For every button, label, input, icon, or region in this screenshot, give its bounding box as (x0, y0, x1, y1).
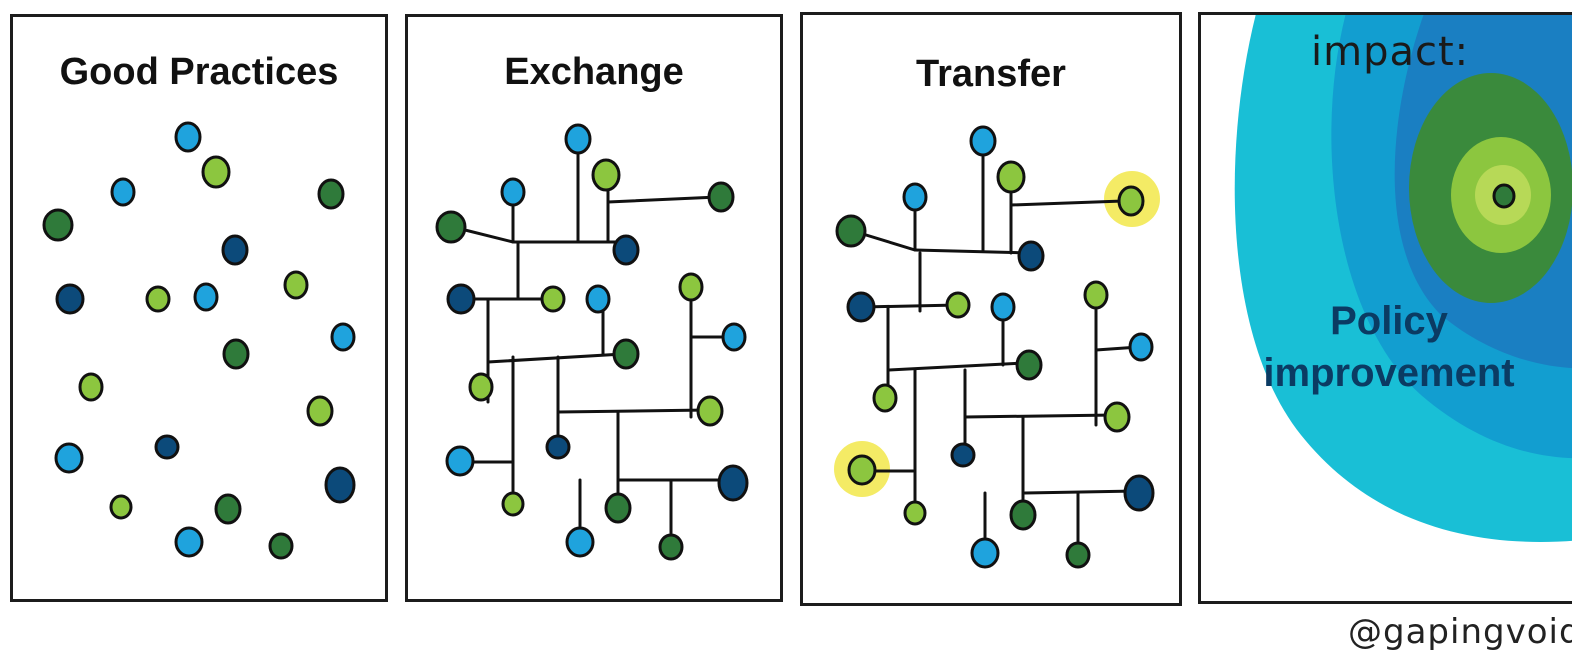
network-node (678, 272, 704, 302)
network-node (1117, 185, 1145, 217)
network-node (902, 182, 928, 212)
connector-line (606, 195, 720, 204)
network-node (846, 291, 876, 323)
practice-dot (306, 395, 334, 427)
practice-dot (110, 177, 136, 207)
network-node (847, 454, 877, 486)
practice-dot (201, 155, 231, 189)
network-node (721, 322, 747, 352)
impact-panel: impact: Policy improvement (1198, 12, 1572, 604)
practice-dot (109, 494, 133, 520)
network-node (1015, 349, 1043, 381)
network-node (501, 491, 525, 517)
transfer-panel: Transfer (800, 12, 1182, 606)
network-node (446, 283, 476, 315)
network-node (604, 492, 632, 524)
practice-dot (193, 282, 219, 312)
network-node (996, 160, 1026, 194)
network-node (707, 181, 735, 213)
transfer-network (834, 125, 1160, 569)
good-practices-dots (42, 121, 356, 560)
network-node (565, 526, 595, 558)
panel-title-transfer: Transfer (916, 53, 1066, 95)
practice-dot (222, 338, 250, 370)
practice-dot (154, 434, 180, 460)
practice-dot (214, 493, 242, 525)
network-node (540, 285, 566, 313)
network-node (1083, 280, 1109, 310)
network-node (835, 214, 867, 248)
network-node (585, 284, 611, 314)
network-node (1009, 499, 1037, 531)
practice-dot (324, 466, 356, 504)
connector-line (861, 303, 960, 309)
network-node (970, 537, 1000, 569)
network-node (969, 125, 997, 157)
practice-dot (54, 442, 84, 474)
practice-dot (317, 178, 345, 210)
network-node (435, 210, 467, 244)
network-node (591, 158, 621, 192)
exchange-network (435, 123, 749, 561)
network-node (990, 292, 1016, 322)
network-node (500, 177, 526, 207)
network-node (445, 445, 475, 477)
gapingvoid-credit: @gapingvoid (1348, 612, 1572, 652)
connector-line (851, 229, 1033, 255)
connector-line (1009, 199, 1125, 207)
network-node (717, 464, 749, 502)
panel-title-exchange: Exchange (504, 51, 684, 93)
network-node (564, 123, 592, 155)
practice-dot (268, 532, 294, 560)
impact-center-dot (1492, 183, 1516, 209)
connector-line (1023, 489, 1139, 495)
connector-line (556, 408, 710, 414)
network-node (545, 434, 571, 460)
practice-dot (42, 208, 74, 242)
practice-dot (55, 283, 85, 315)
network-node (950, 442, 976, 468)
network-node (612, 234, 640, 266)
network-node (468, 372, 494, 402)
network-node (658, 533, 684, 561)
connector-line (963, 413, 1117, 419)
network-node (1103, 401, 1131, 433)
network-node (945, 291, 971, 319)
practice-dot (174, 121, 202, 153)
practice-dot (174, 526, 204, 558)
practice-dot (330, 322, 356, 352)
network-node (903, 500, 927, 526)
connector-line (451, 225, 625, 244)
network-node (1128, 332, 1154, 362)
network-node (696, 395, 724, 427)
exchange-panel: Exchange (405, 14, 783, 602)
policy-improvement-label: Policy improvement (1263, 299, 1515, 395)
practice-dot (145, 285, 171, 313)
panel-title-good-practices: Good Practices (59, 51, 339, 93)
practice-dot (283, 270, 309, 300)
network-node (872, 383, 898, 413)
network-node (1065, 541, 1091, 569)
impact-label: impact: (1311, 29, 1470, 75)
connector-line (486, 352, 625, 364)
good-practices-panel: Good Practices (10, 14, 388, 602)
practice-dot (78, 372, 104, 402)
network-node (1123, 474, 1155, 512)
impact-rings (1234, 15, 1572, 542)
network-node (612, 338, 640, 370)
practice-dot (221, 234, 249, 266)
network-node (1017, 240, 1045, 272)
